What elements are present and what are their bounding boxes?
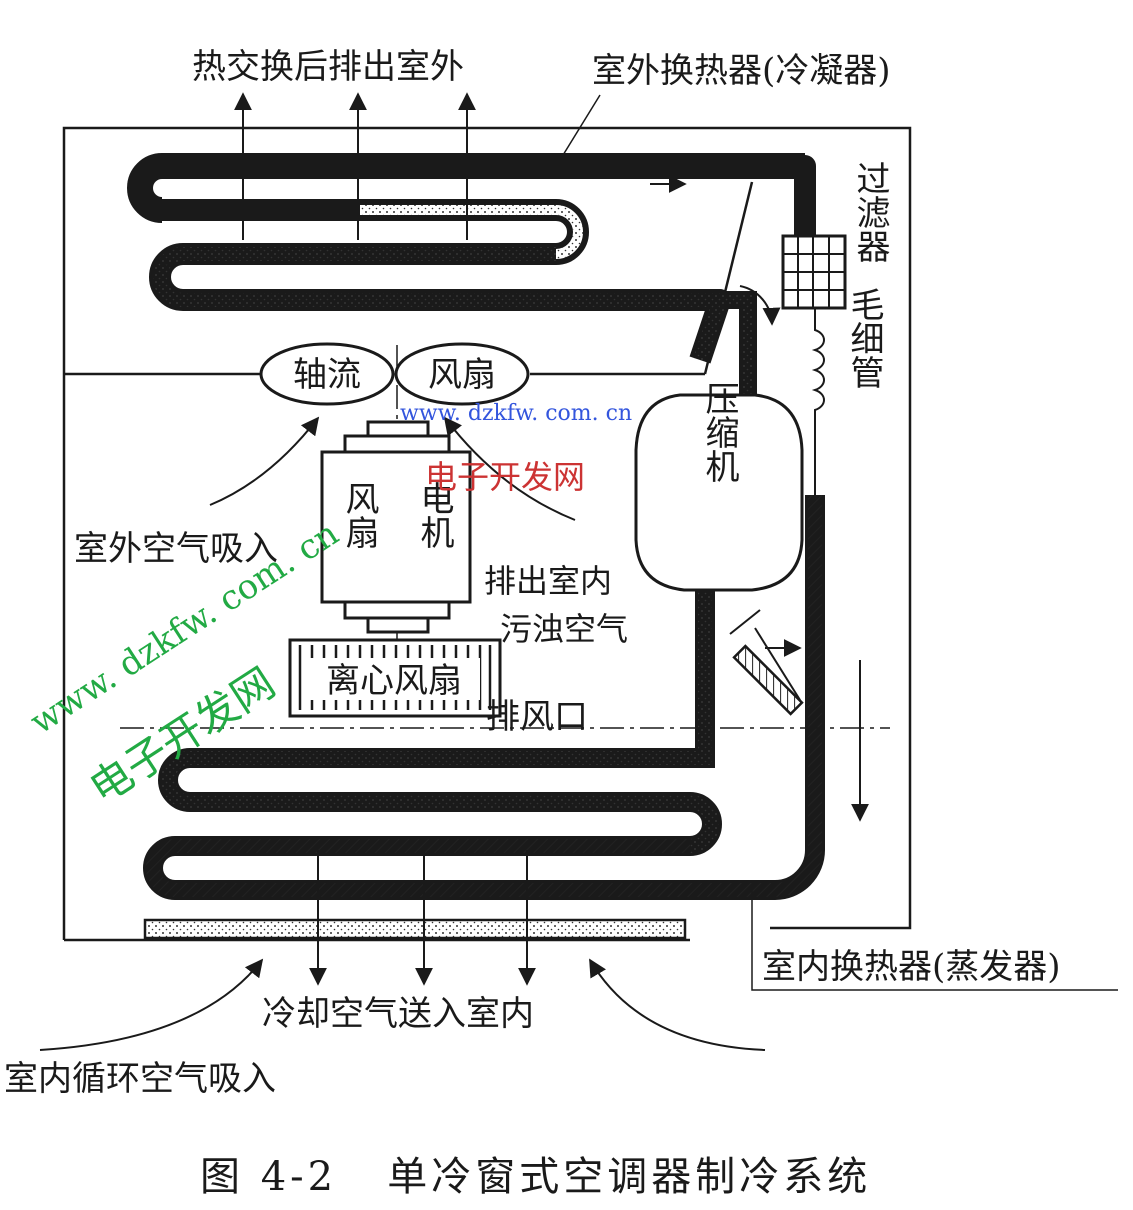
evaporator-pipe: [143, 495, 825, 900]
compressor-label: 压缩机: [699, 381, 739, 483]
capillary-tube: [811, 308, 825, 495]
centrifugal-fan: 离心风扇: [288, 638, 502, 718]
fan-motor: [320, 420, 472, 634]
exhaust-arrows: [234, 92, 476, 240]
condenser-label: 室外换热器(冷凝器): [592, 51, 891, 91]
fan-label: 风扇: [428, 355, 496, 395]
motor-motor-label: 电机: [414, 481, 454, 549]
base-grille: [143, 918, 687, 940]
motor-fan-label: 风扇: [339, 481, 379, 549]
filter-label: 过滤器: [850, 161, 890, 263]
outdoor-in-label: 室外空气吸入: [74, 529, 278, 569]
vent-deflector: [729, 609, 804, 716]
evaporator-label: 室内换热器(蒸发器): [762, 947, 1061, 987]
figure-caption: 图 4-2 单冷窗式空调器制冷系统: [200, 1154, 871, 1200]
vent-label: 排风口: [486, 697, 588, 737]
watermark-url-top: www. dzkfw. com. cn: [400, 401, 632, 426]
condenser-coil: [127, 153, 816, 364]
centrifugal-label: 离心风扇: [326, 661, 462, 701]
indoor-dirty-label-2: 污浊空气: [500, 610, 628, 648]
axial-label: 轴流: [293, 355, 361, 395]
compressor: 压缩机: [634, 381, 804, 592]
capillary-label: 毛细管: [844, 287, 884, 389]
cool-in-label: 冷却空气送入室内: [262, 994, 534, 1034]
suction-line: [720, 285, 781, 395]
filter: [781, 234, 847, 310]
watermark-site-top: 电子开发网: [425, 458, 585, 496]
exhaust-out-label: 热交换后排出室外: [192, 47, 464, 87]
axial-fan: 轴流 风扇: [259, 342, 530, 406]
intake-arrows: [39, 416, 766, 1051]
cool-air-arrows: [309, 660, 869, 986]
return-in-label: 室内循环空气吸入: [4, 1059, 276, 1099]
indoor-dirty-label-1: 排出室内: [484, 562, 612, 600]
label-leaders: [559, 94, 1118, 991]
